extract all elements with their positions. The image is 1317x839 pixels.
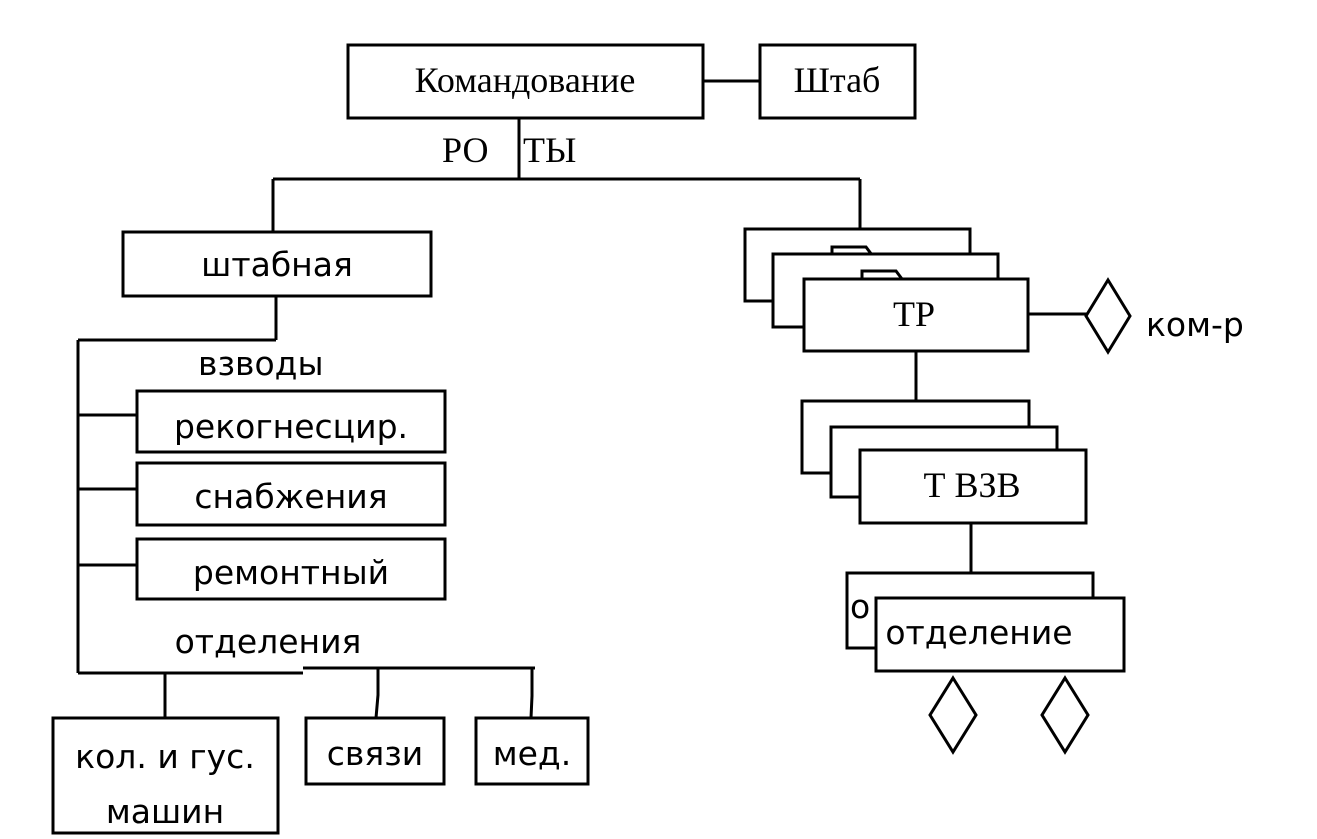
section-label-signals: связи <box>327 734 423 773</box>
commander-label: ком-р <box>1146 305 1244 344</box>
section-back-label-fragment: о <box>850 587 870 626</box>
platoons-label: взводы <box>198 344 324 383</box>
connector-lines <box>76 79 1088 719</box>
hq-company-box <box>121 230 433 298</box>
tank-platoon-box <box>858 448 1088 525</box>
section-box-signals <box>304 716 446 786</box>
tank-company-label: ТР <box>893 294 935 334</box>
commander-diamond <box>1084 277 1132 355</box>
section-member-diamond-2 <box>1040 675 1090 755</box>
platoon-box-1 <box>135 389 447 454</box>
section-label-vehicles-line1: кол. и гус. <box>75 737 255 776</box>
section-link-3 <box>529 668 534 719</box>
tank-company-box <box>802 277 1030 353</box>
platoon-label-1: рекогнесцир. <box>174 407 408 446</box>
staff-label: Штаб <box>794 60 881 100</box>
platoon-label-3: ремонтный <box>193 553 389 592</box>
section-member-diamond-1 <box>928 675 978 755</box>
section-label-medical: мед. <box>493 734 572 773</box>
section-box <box>874 596 1126 673</box>
companies-label-left: РО <box>442 130 488 170</box>
command-label: Командование <box>415 60 636 100</box>
section-label: отделение <box>885 613 1072 652</box>
staff-box <box>758 43 917 120</box>
command-box <box>346 43 705 120</box>
tank-platoon-label: Т ВЗВ <box>923 465 1020 505</box>
section-label-vehicles-line2: машин <box>106 792 224 831</box>
platoon-box-3 <box>135 537 447 601</box>
section-box-medical <box>474 716 590 786</box>
sections-label: отделения <box>175 622 362 661</box>
platoon-box-2 <box>135 461 447 527</box>
section-link-2 <box>374 668 380 719</box>
section-box-vehicles <box>51 716 280 835</box>
companies-label-right: ТЫ <box>523 130 576 170</box>
platoon-label-2: снабжения <box>194 477 387 516</box>
hq-company-label: штабная <box>201 245 353 284</box>
